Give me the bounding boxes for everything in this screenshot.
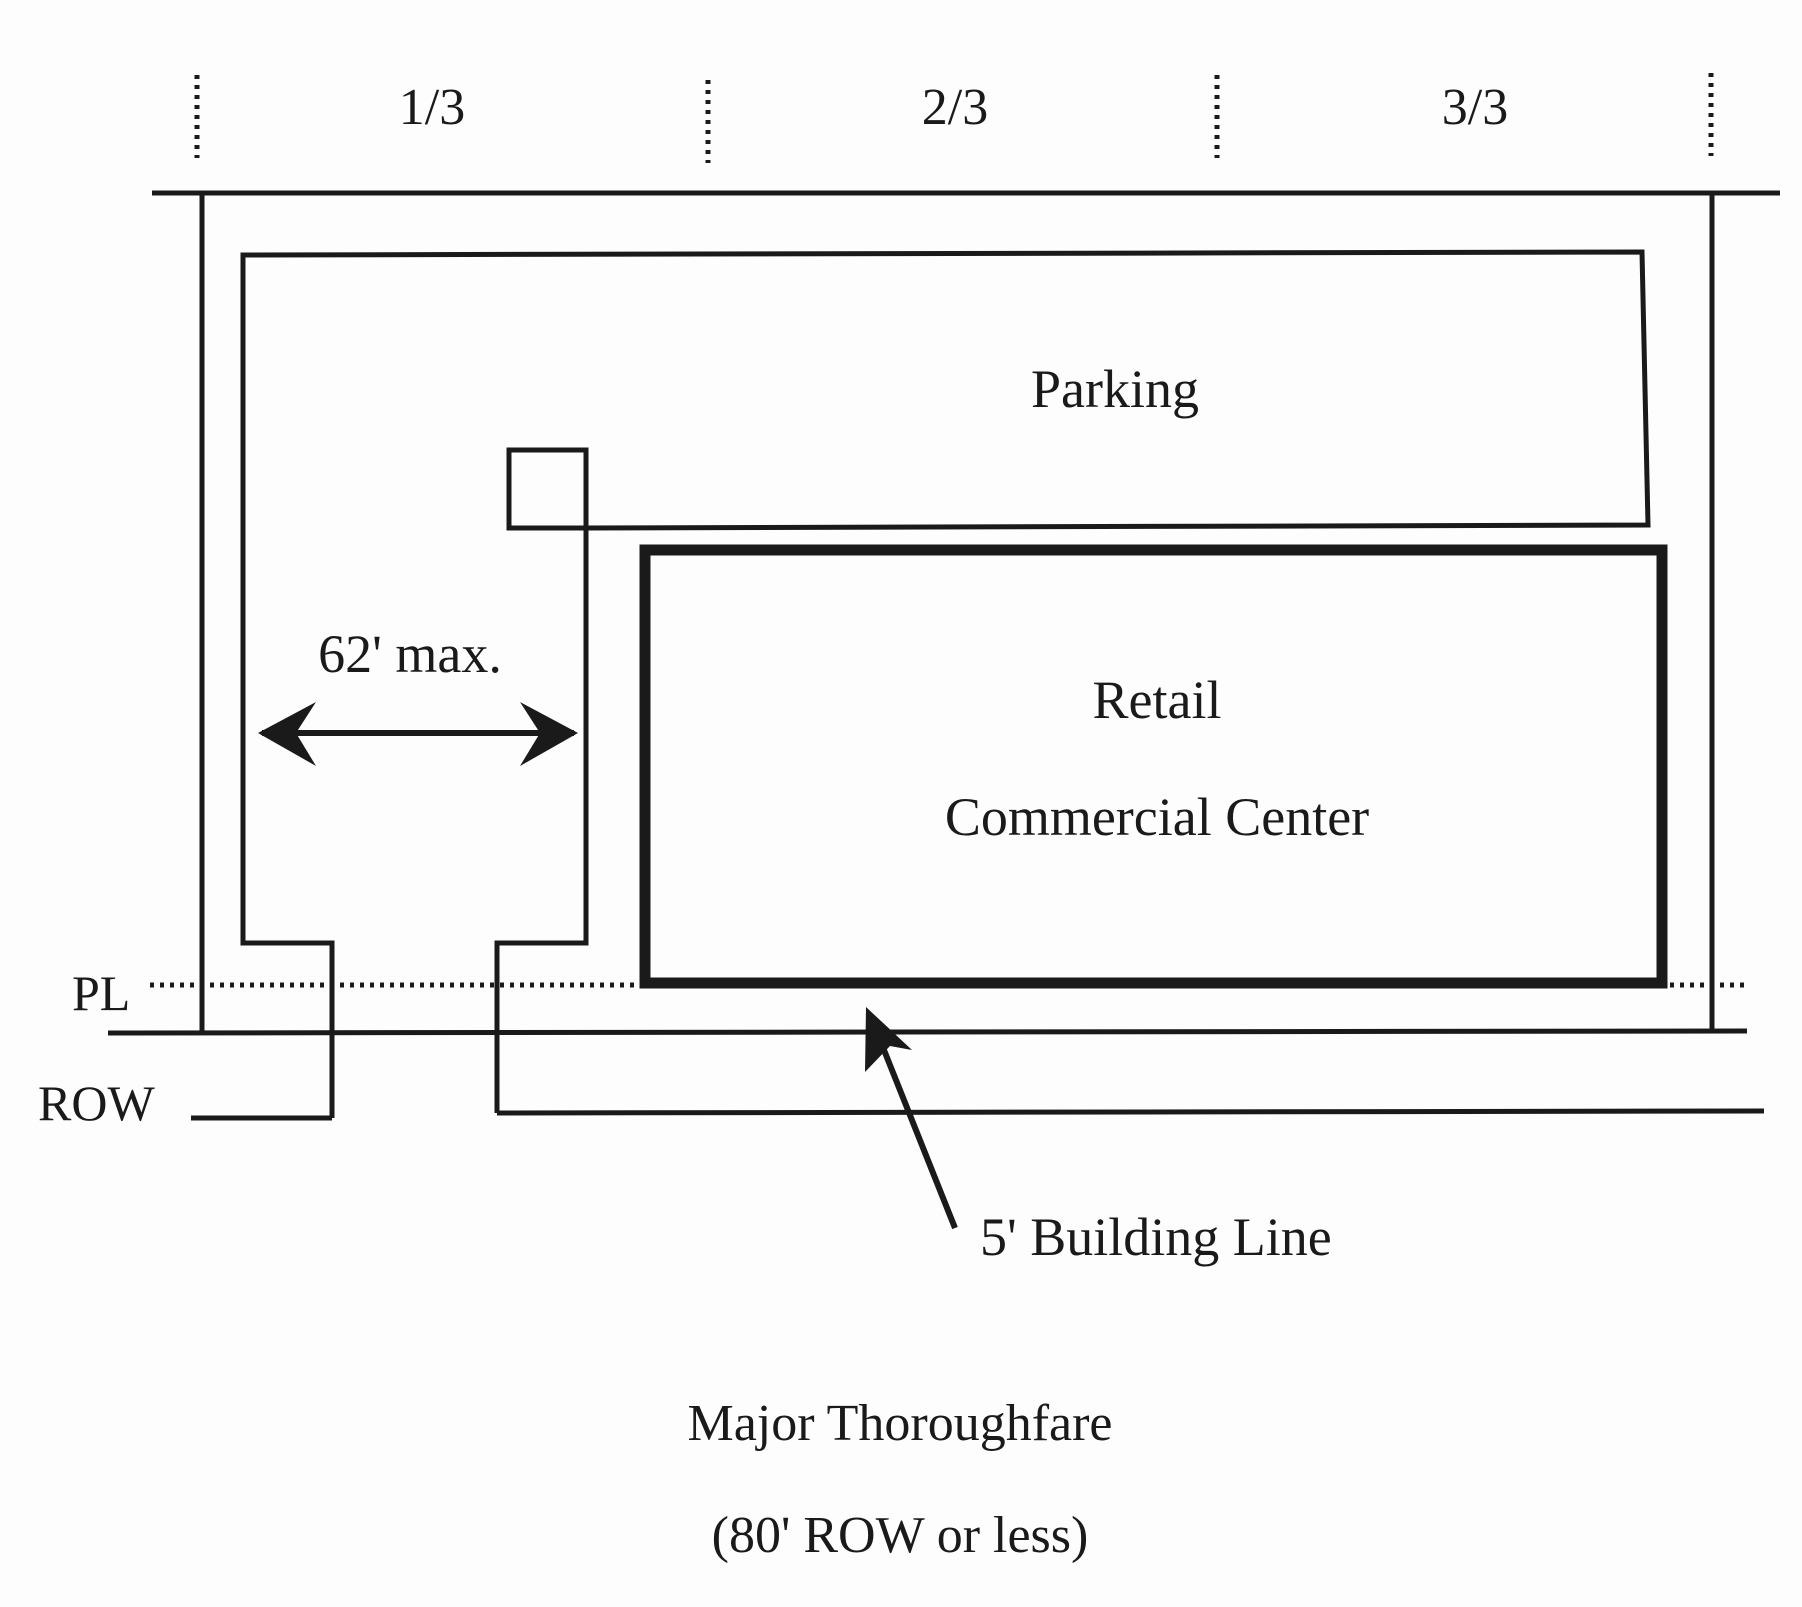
lot-lines xyxy=(107,190,1780,1116)
pl-label: PL xyxy=(72,965,130,1021)
third-label-3: 3/3 xyxy=(1442,79,1508,136)
parking-corner-square xyxy=(506,447,589,531)
arrow-head-left xyxy=(258,702,316,766)
building-line-pointer-head xyxy=(865,1007,912,1072)
caption-subtitle: (80' ROW or less) xyxy=(712,1507,1089,1564)
third-label-1: 1/3 xyxy=(399,79,465,136)
parking-lot-outline xyxy=(191,249,1651,1121)
third-division-ticks xyxy=(194,73,1714,163)
building-line-pointer xyxy=(877,1038,958,1230)
caption-title: Major Thoroughfare xyxy=(687,1395,1112,1452)
dimension-label: 62' max. xyxy=(318,624,502,684)
commercial-center-label: Commercial Center xyxy=(945,787,1369,847)
parking-label: Parking xyxy=(1031,359,1199,419)
building-line-label: 5' Building Line xyxy=(980,1207,1332,1267)
third-label-2: 2/3 xyxy=(922,79,988,136)
dimension-arrow-heads xyxy=(258,702,578,766)
row-label: ROW xyxy=(38,1075,155,1131)
retail-building xyxy=(639,544,1668,989)
row-line xyxy=(107,1028,1748,1036)
retail-label: Retail xyxy=(1093,670,1222,730)
arrow-head-right xyxy=(520,702,578,766)
street-edge-line xyxy=(496,1108,1765,1116)
